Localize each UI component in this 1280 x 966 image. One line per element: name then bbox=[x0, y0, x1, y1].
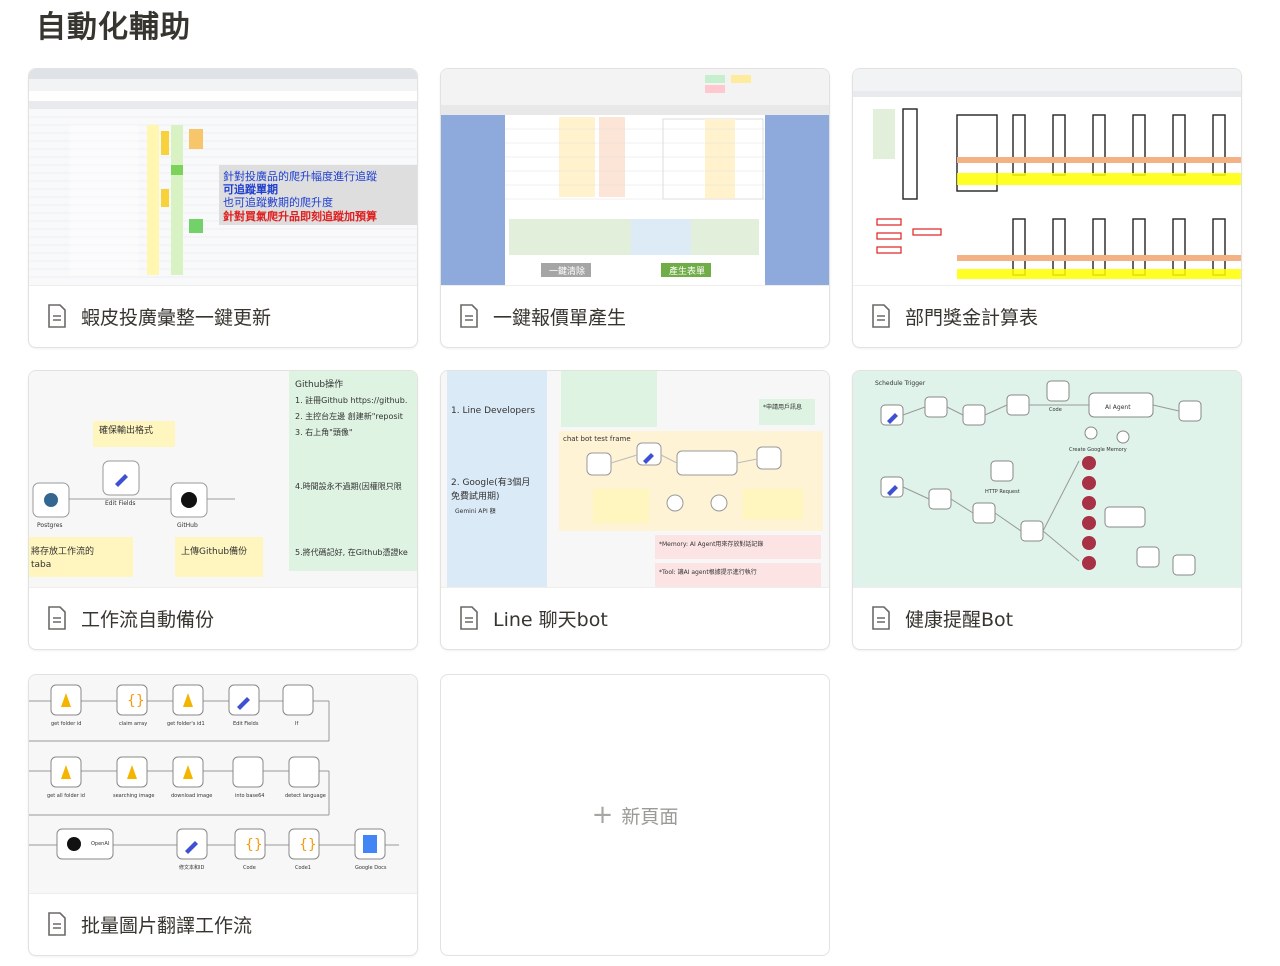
new-page-button[interactable]: + 新頁面 bbox=[440, 674, 830, 956]
card-preview-quotation-sheet: 一鍵清除 產生表單 bbox=[441, 69, 829, 286]
overlay-line-1: 針對投廣品的爬升幅度進行追蹤 bbox=[223, 169, 377, 183]
new-page-label: 新頁面 bbox=[621, 805, 679, 828]
page-icon bbox=[48, 912, 66, 936]
node-google-docs: Google Docs bbox=[355, 865, 387, 871]
card-title: 部門獎金計算表 bbox=[905, 306, 1039, 329]
card-title: 工作流自動備份 bbox=[81, 608, 215, 631]
node-download-image: download image bbox=[171, 793, 212, 799]
card-preview-translate-flow: {} {} {} get folder id claim array get f… bbox=[29, 675, 417, 894]
clear-button-label: 一鍵清除 bbox=[549, 265, 585, 277]
google-trial-text: 免費試用期) bbox=[451, 490, 500, 502]
memory-note: *Memory: AI Agent用來存放對話記錄 bbox=[659, 540, 763, 548]
svg-text:{}: {} bbox=[127, 693, 145, 709]
code-label: Code bbox=[1049, 407, 1062, 413]
node-get-folders-id1: get folder's id1 bbox=[167, 721, 205, 727]
svg-text:{}: {} bbox=[299, 837, 317, 853]
card-preview-line-bot-flow: 1. Line Developers 2. Google(有3個月 免費試用期)… bbox=[441, 371, 829, 588]
node-if: If bbox=[295, 721, 298, 727]
page-card-bonus-calc[interactable]: 部門獎金計算表 bbox=[852, 68, 1242, 348]
card-preview-workflow: 確保輸出格式 將存放工作流的 taba 上傳Github備份 Postgres … bbox=[29, 371, 417, 588]
ai-agent-label: AI Agent bbox=[1105, 404, 1131, 411]
node-into-base64: into base64 bbox=[235, 793, 264, 799]
google-text: 2. Google(有3個月 bbox=[451, 476, 530, 488]
card-title: 健康提醒Bot bbox=[905, 608, 1014, 631]
node-get-folder-id: get folder id bbox=[51, 721, 81, 727]
card-preview-bonus-sheet bbox=[853, 69, 1241, 286]
node-searching-image: searching image bbox=[113, 793, 155, 799]
page-icon bbox=[48, 606, 66, 630]
note-upload-github: 上傳Github備份 bbox=[181, 545, 247, 557]
node-edit-fields: Edit Fields bbox=[105, 500, 136, 507]
page-title: 自動化輔助 bbox=[36, 10, 191, 45]
node-postgres: Postgres bbox=[37, 522, 63, 529]
note-taba: taba bbox=[31, 560, 51, 570]
card-title: 批量圖片翻譯工作流 bbox=[81, 914, 253, 937]
page-icon bbox=[460, 606, 478, 630]
line-developers-text: 1. Line Developers bbox=[451, 406, 535, 416]
step-1: 1. 註冊Github https://github. bbox=[295, 395, 407, 405]
user-message-note: *申請用戶訊息 bbox=[763, 403, 802, 411]
chat-frame-label: chat bot test frame bbox=[563, 435, 631, 443]
schedule-trigger-label: Schedule Trigger bbox=[875, 380, 926, 387]
node-code: Code bbox=[243, 865, 256, 871]
memory-label: Create Google Memory bbox=[1069, 447, 1127, 453]
page-icon bbox=[872, 304, 890, 328]
page-card-image-translate[interactable]: {} {} {} get folder id claim array get f… bbox=[28, 674, 418, 956]
card-preview-spreadsheet: 針對投廣品的爬升幅度進行追蹤 可追蹤單期 也可追蹤數期的爬升度 針對買氣爬升品即… bbox=[29, 69, 417, 286]
tool-note: *Tool: 讓AI agent根據提示進行執行 bbox=[659, 568, 757, 576]
node-detect-language: detect language bbox=[285, 793, 326, 799]
step-2: 2. 主控台左邊 創建新"reposit bbox=[295, 411, 403, 421]
node-code1: Code1 bbox=[295, 865, 311, 871]
node-get-all-folder-id: get all folder id bbox=[47, 793, 85, 799]
gemini-text: Gemini API 額 bbox=[455, 507, 496, 515]
page-card-shopee-ads[interactable]: 針對投廣品的爬升幅度進行追蹤 可追蹤單期 也可追蹤數期的爬升度 針對買氣爬升品即… bbox=[28, 68, 418, 348]
page-card-line-bot[interactable]: 1. Line Developers 2. Google(有3個月 免費試用期)… bbox=[440, 370, 830, 650]
generate-button-label: 產生表單 bbox=[669, 265, 705, 277]
page-icon bbox=[460, 304, 478, 328]
node-claim-array: claim array bbox=[119, 721, 147, 727]
steps-title: Github操作 bbox=[295, 378, 343, 390]
card-title: Line 聊天bot bbox=[493, 608, 608, 631]
card-title: 一鍵報價單產生 bbox=[493, 306, 627, 329]
node-github: GitHub bbox=[177, 522, 198, 529]
node-edit-fields: Edit Fields bbox=[233, 721, 259, 727]
overlay-line-4: 針對買氣爬升品即刻追蹤加預算 bbox=[223, 209, 377, 223]
step-5: 5.將代碼記好, 在Github憑證ke bbox=[295, 547, 408, 557]
page-card-workflow-backup[interactable]: 確保輸出格式 將存放工作流的 taba 上傳Github備份 Postgres … bbox=[28, 370, 418, 650]
page-card-health-bot[interactable]: Schedule Trigger AI Agent Create Google … bbox=[852, 370, 1242, 650]
page-card-quotation[interactable]: 一鍵清除 產生表單 一鍵報價單產生 bbox=[440, 68, 830, 348]
plus-icon: + bbox=[591, 800, 614, 830]
card-preview-health-flow: Schedule Trigger AI Agent Create Google … bbox=[853, 371, 1241, 588]
page-icon bbox=[872, 606, 890, 630]
note-store-workflow: 將存放工作流的 bbox=[31, 545, 94, 557]
svg-text:{}: {} bbox=[245, 837, 263, 853]
note-output-format: 確保輸出格式 bbox=[99, 424, 153, 436]
step-4: 4.時間設永不過期(因權限只限 bbox=[295, 481, 402, 491]
node-edit-text-id: 修文本和ID bbox=[179, 864, 204, 871]
step-3: 3. 右上角"頭像" bbox=[295, 427, 353, 437]
overlay-line-3: 也可追蹤數期的爬升度 bbox=[223, 195, 333, 209]
card-title: 蝦皮投廣彙整一鍵更新 bbox=[81, 306, 272, 329]
node-openai: OpenAI bbox=[91, 841, 109, 847]
http-request-label: HTTP Request bbox=[985, 489, 1020, 495]
overlay-line-2: 可追蹤單期 bbox=[223, 182, 278, 196]
page-icon bbox=[48, 304, 66, 328]
